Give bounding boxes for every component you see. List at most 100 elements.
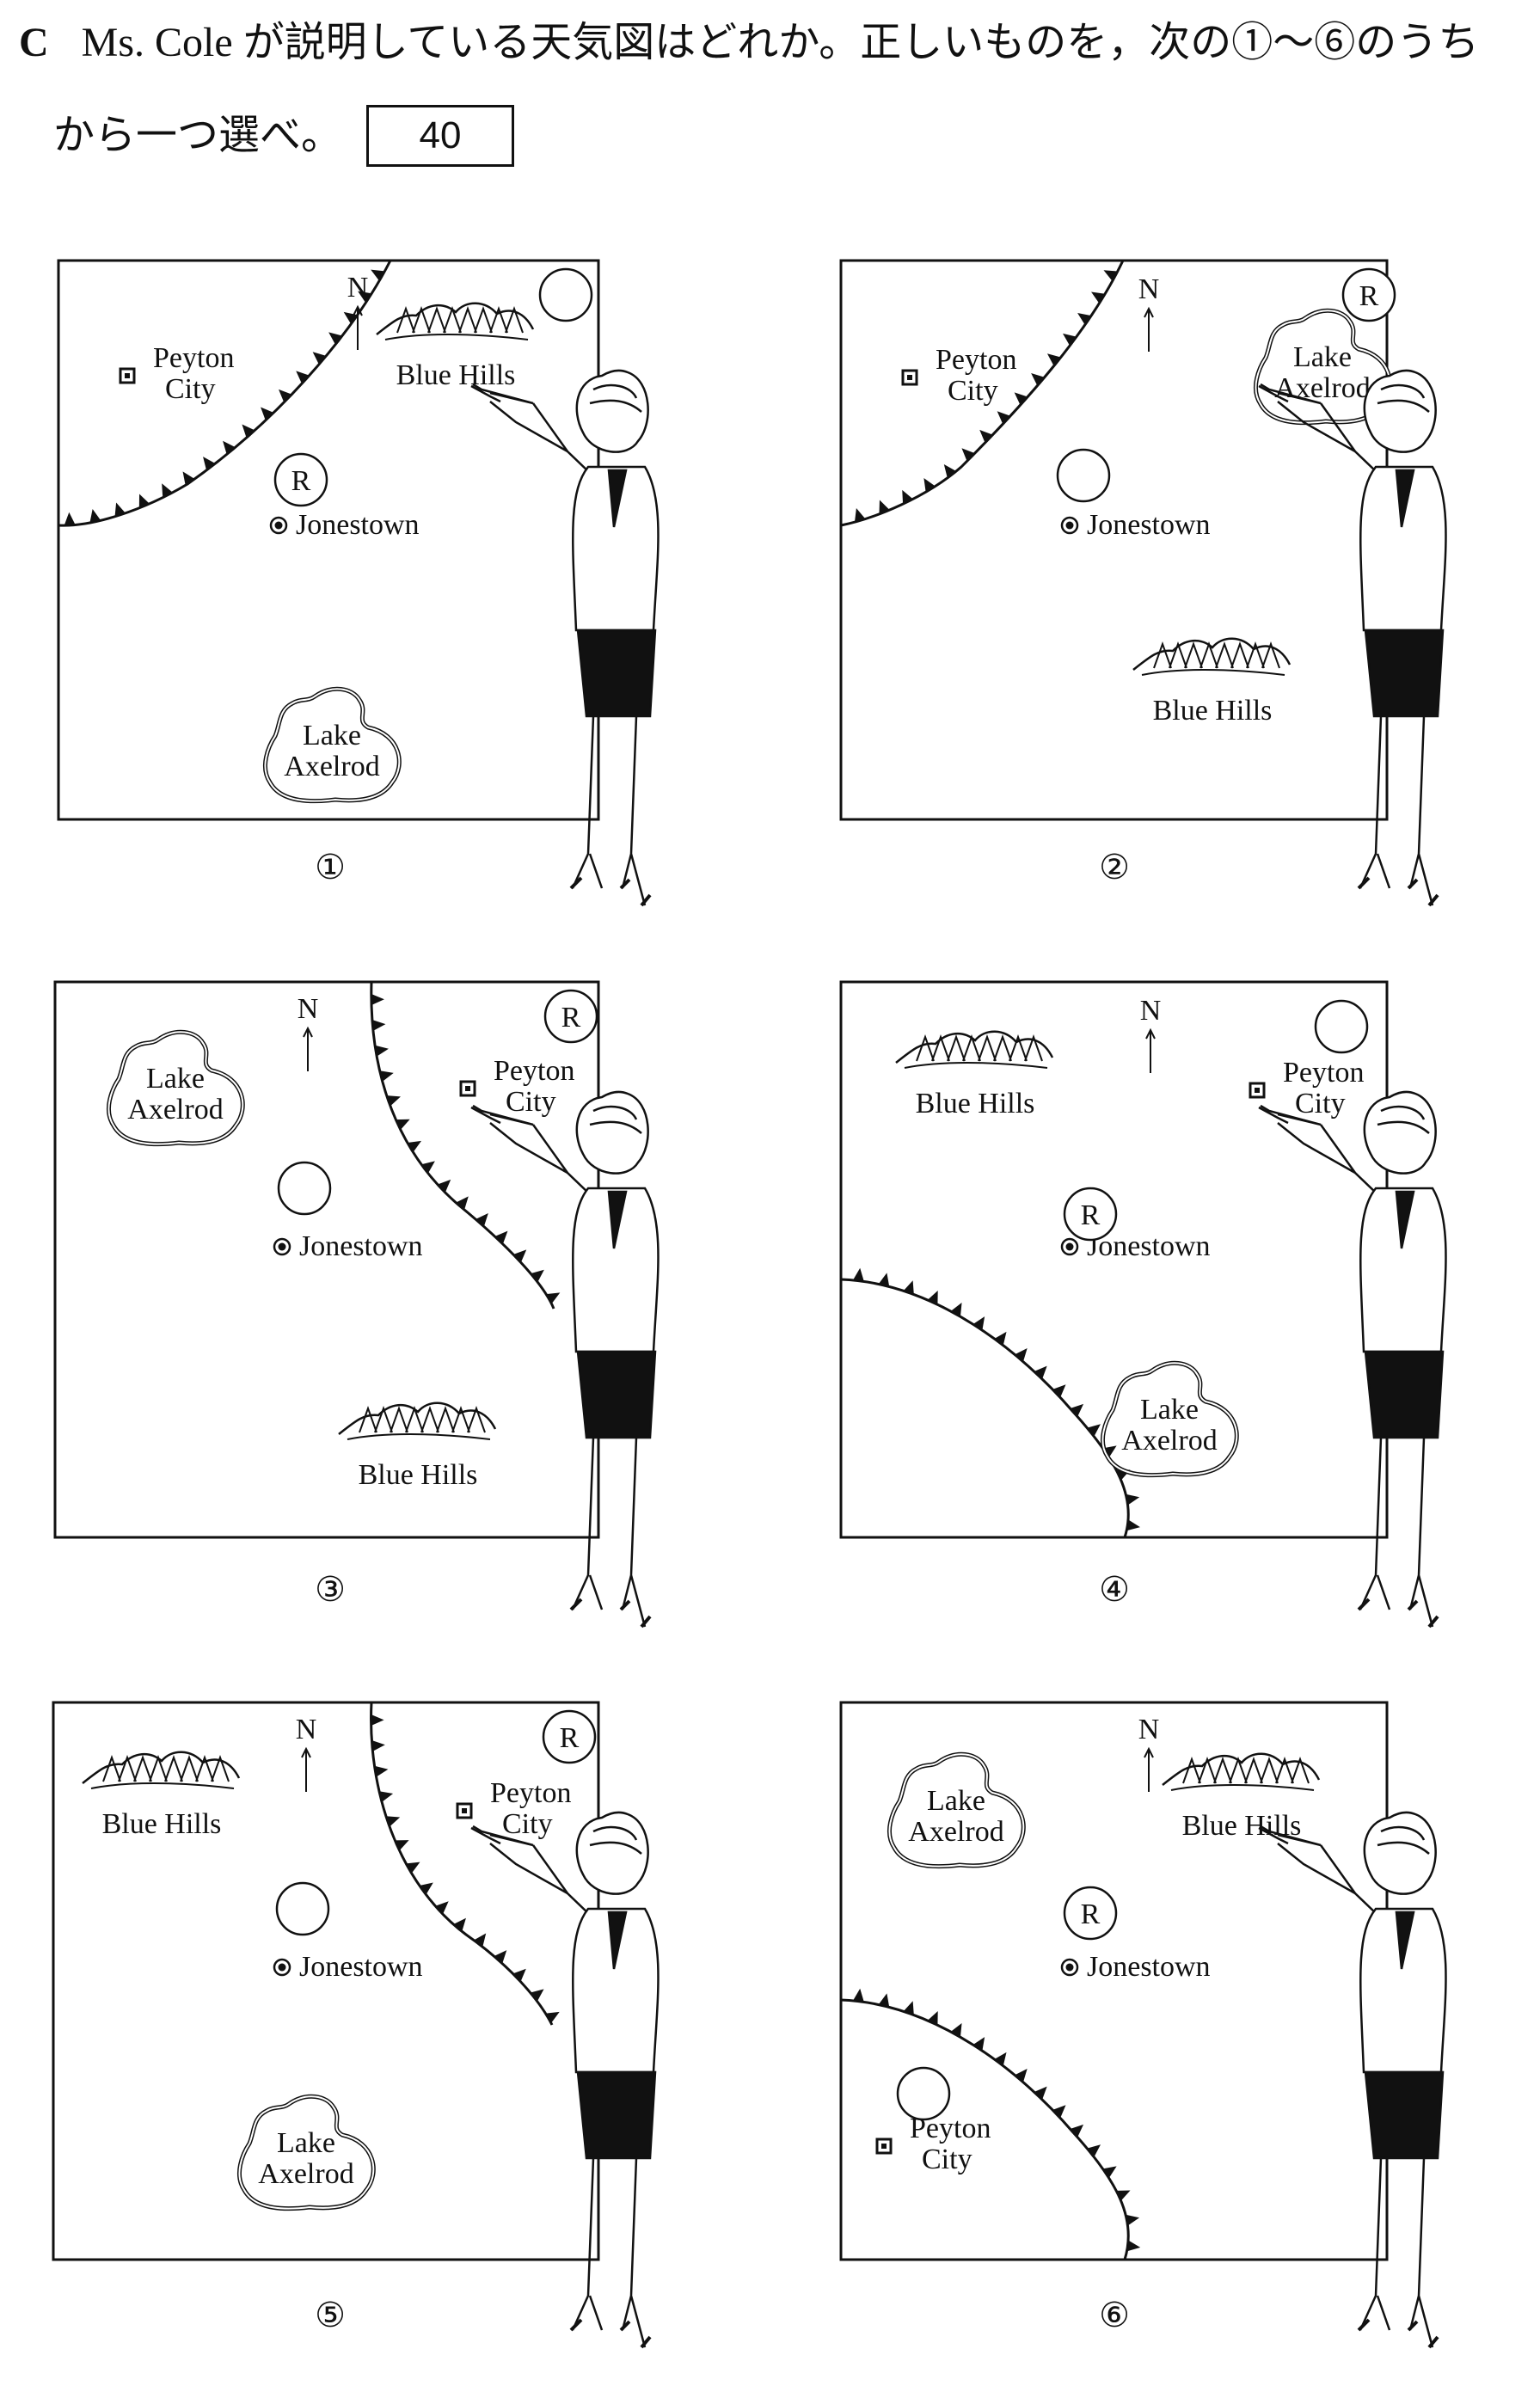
rain-symbol: R bbox=[543, 989, 598, 1044]
clear-sky-circle bbox=[275, 1881, 330, 1936]
presenter-blouse bbox=[607, 469, 628, 528]
front-tooth bbox=[1070, 2124, 1084, 2138]
lake-label-line2: Axelrod bbox=[127, 1094, 223, 1126]
city-square-dot bbox=[881, 2144, 887, 2149]
north-arrow-shaft bbox=[1144, 306, 1154, 352]
hills-peak bbox=[405, 1406, 424, 1433]
presenter-shoes bbox=[569, 876, 652, 907]
north-arrow-shaft bbox=[1145, 1027, 1156, 1073]
rain-circle bbox=[543, 989, 598, 1044]
answer-box[interactable]: 40 bbox=[366, 105, 515, 167]
option-number-5[interactable]: ⑤ bbox=[315, 2296, 346, 2334]
front-tooth bbox=[1014, 392, 1028, 406]
rain-circle bbox=[1063, 1187, 1118, 1242]
presenter-legs bbox=[1359, 1437, 1434, 1628]
front-tooth bbox=[182, 471, 195, 486]
hills-peak bbox=[1230, 641, 1249, 669]
jonestown-marker: Jonestown bbox=[1060, 1951, 1211, 1983]
presenter-arm bbox=[472, 1104, 611, 1215]
presenter-head bbox=[1363, 1090, 1437, 1175]
presenter-head bbox=[575, 1811, 649, 1895]
jonestown-marker: Jonestown bbox=[273, 1951, 423, 1983]
jonestown-label: Jonestown bbox=[299, 1230, 423, 1262]
peyton-label-line2: City bbox=[1295, 1088, 1346, 1119]
presenter-hand bbox=[470, 384, 501, 403]
presenter-skirt bbox=[1364, 2070, 1445, 2160]
presenter-blouse bbox=[607, 1190, 628, 1249]
hills-outline bbox=[1132, 637, 1292, 671]
front-tooth bbox=[879, 500, 890, 514]
front-tooth bbox=[997, 411, 1011, 425]
front-tooth bbox=[138, 494, 150, 508]
cold-front bbox=[840, 1278, 1130, 1538]
presenter-hair bbox=[589, 383, 642, 413]
peyton-label-line1: Peyton bbox=[936, 344, 1016, 376]
presenter-blouse bbox=[1395, 1190, 1415, 1249]
front-tooth bbox=[950, 1303, 962, 1317]
town-dot-center bbox=[1065, 1963, 1074, 1972]
hills-peak bbox=[505, 306, 524, 334]
front-tooth bbox=[375, 1045, 389, 1057]
front-tooth bbox=[512, 1249, 527, 1263]
front-tooth bbox=[435, 1901, 449, 1915]
presenter-figure bbox=[470, 1090, 660, 1628]
cold-front bbox=[840, 1998, 1130, 2260]
front-tooth bbox=[1087, 1424, 1101, 1437]
presenter-figure bbox=[470, 1811, 660, 2349]
presenter-arm bbox=[472, 1825, 611, 1935]
front-tooth bbox=[972, 1316, 985, 1331]
front-tooth bbox=[927, 2010, 938, 2026]
city-square-dot bbox=[1255, 1088, 1260, 1093]
north-label: N bbox=[347, 272, 369, 304]
front-tooth bbox=[279, 389, 292, 402]
lake-label-line1: Lake bbox=[1140, 1394, 1199, 1426]
hills-peak bbox=[1229, 1757, 1248, 1784]
option-number-6[interactable]: ⑥ bbox=[1099, 2296, 1130, 2334]
lake-label-line1: Lake bbox=[1293, 341, 1352, 373]
north-label: N bbox=[1138, 1714, 1160, 1745]
city-square-dot bbox=[125, 373, 130, 378]
hills-peak bbox=[164, 1755, 183, 1782]
lake-label-line1: Lake bbox=[146, 1063, 205, 1095]
option-number-4[interactable]: ④ bbox=[1099, 1570, 1130, 1609]
hills-peak bbox=[1215, 641, 1234, 669]
front-tooth bbox=[379, 1070, 394, 1082]
front-tooth bbox=[328, 332, 342, 345]
front-tooth bbox=[386, 1095, 401, 1107]
presenter-head bbox=[575, 369, 649, 453]
hills-base bbox=[1141, 669, 1285, 676]
front-tooth bbox=[545, 2011, 560, 2023]
front-tooth bbox=[1126, 2214, 1140, 2226]
presenter-legs bbox=[571, 1437, 647, 1628]
hills-peak bbox=[180, 1755, 199, 1782]
hills-peak bbox=[102, 1755, 121, 1782]
front-tooth bbox=[1077, 312, 1092, 325]
hills-peak bbox=[390, 1406, 408, 1433]
front-tooth bbox=[531, 1269, 544, 1283]
town-dot-center bbox=[278, 1242, 286, 1251]
town-dot-center bbox=[1065, 521, 1074, 530]
map-frame bbox=[52, 1701, 600, 2261]
presenter-skirt bbox=[1364, 629, 1445, 718]
option-number-2[interactable]: ② bbox=[1099, 848, 1130, 886]
blue-hills-marker: Blue Hills bbox=[82, 1751, 241, 1840]
presenter-shoes bbox=[569, 2318, 652, 2349]
option-number-3[interactable]: ③ bbox=[315, 1570, 346, 1609]
option-number-1[interactable]: ① bbox=[315, 848, 346, 886]
hills-peak bbox=[467, 1406, 486, 1433]
lake-label-line1: Lake bbox=[277, 2127, 335, 2159]
front-tooth bbox=[878, 1993, 890, 2008]
front-tooth bbox=[114, 502, 126, 517]
hills-base bbox=[1170, 1784, 1315, 1791]
front-tooth bbox=[242, 424, 255, 439]
blue-hills-marker: Blue Hills bbox=[376, 302, 535, 391]
front-tooth bbox=[1052, 1384, 1066, 1398]
presenter-blouse bbox=[607, 1911, 628, 1970]
front-tooth bbox=[854, 507, 866, 523]
front-tooth bbox=[1126, 1519, 1140, 1531]
